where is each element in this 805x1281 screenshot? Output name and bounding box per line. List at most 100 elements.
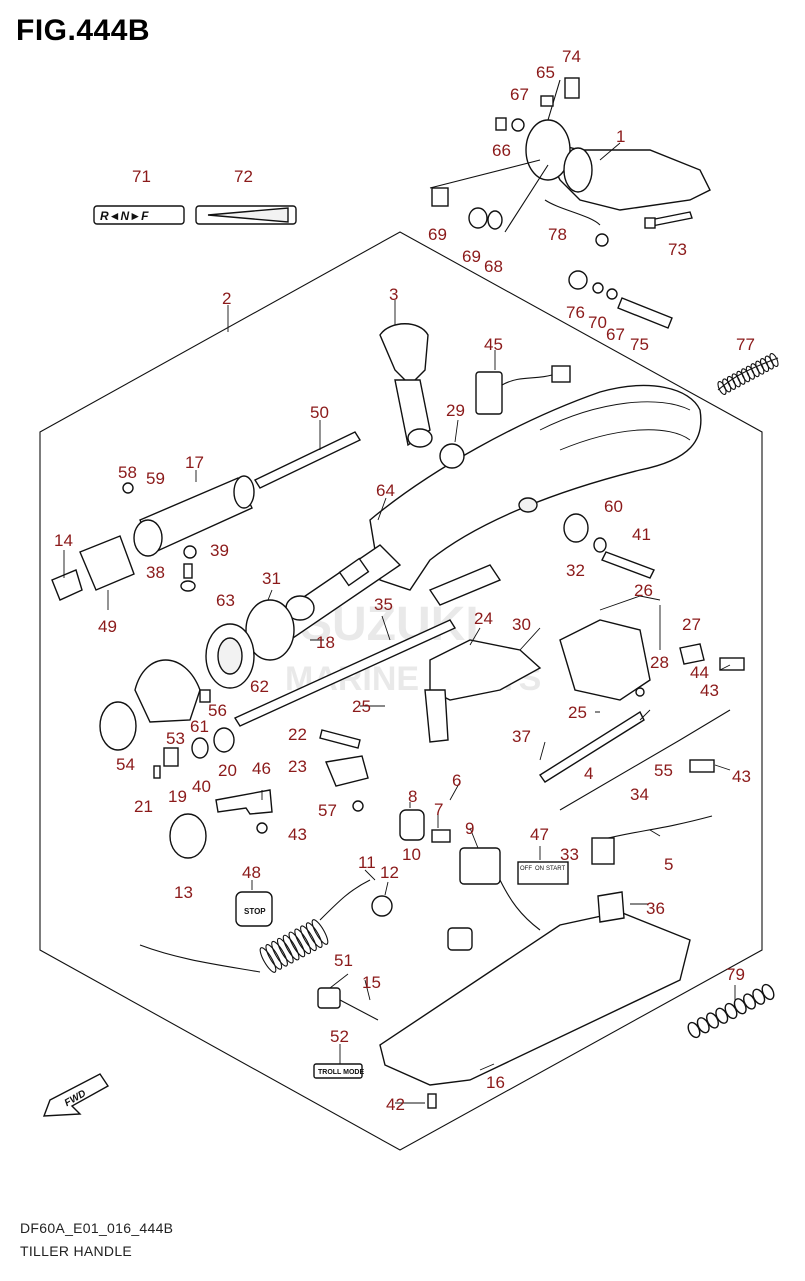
- callout-58: 58: [118, 463, 137, 482]
- connector-5: [591, 837, 615, 865]
- tiller-contour-1: [539, 401, 691, 431]
- cable-34: [559, 709, 731, 811]
- cap-54: [99, 701, 137, 751]
- callout-77: 77: [736, 335, 755, 354]
- figure-code: DF60A_E01_016_444B: [20, 1220, 174, 1236]
- cable-4: [538, 710, 645, 783]
- spring-77-coil: [722, 378, 732, 393]
- lower-cover: [379, 891, 691, 1086]
- callout-64: 64: [376, 481, 395, 500]
- callout-38: 38: [146, 563, 165, 582]
- switch-harness: [499, 879, 541, 931]
- troll-switch-51: [317, 987, 341, 1009]
- collar-53: [134, 659, 201, 723]
- end-cap-body: [79, 535, 135, 591]
- callout-56: 56: [208, 701, 227, 720]
- callout-2: 2: [222, 289, 231, 308]
- callout-65: 65: [536, 63, 555, 82]
- bracket-23: [325, 755, 369, 787]
- callout-67a: 67: [510, 85, 529, 104]
- callout-61: 61: [190, 717, 209, 736]
- coil-cord-loop: [300, 925, 317, 952]
- troll-mode-decal: TROLL MODE: [313, 1063, 364, 1079]
- callout-34: 34: [630, 785, 649, 804]
- callout-45: 45: [484, 335, 503, 354]
- gasket-27: [679, 643, 705, 665]
- callout-14: 14: [54, 531, 73, 550]
- grip-79: [687, 983, 775, 1039]
- callout-33: 33: [560, 845, 579, 864]
- callout-39: 39: [210, 541, 229, 560]
- shift-decal: R◄N►F: [93, 205, 185, 225]
- callout-73: 73: [668, 240, 687, 259]
- collar-part: [568, 270, 588, 290]
- callout-16: 16: [486, 1073, 505, 1092]
- callout-78: 78: [548, 225, 567, 244]
- switch-pos-off: OFF: [520, 866, 532, 872]
- bracket-assembly: [429, 77, 711, 329]
- part-56: [199, 689, 211, 703]
- bolt-part-75: [617, 297, 673, 329]
- tiller-body: [268, 384, 702, 641]
- tiller-contour-2: [559, 429, 691, 451]
- link-22: [319, 729, 361, 749]
- key-7: [431, 829, 451, 843]
- leader-lines: [429, 159, 549, 233]
- switch-block: [559, 619, 651, 701]
- lower-cover-body: [379, 911, 691, 1086]
- spring-77-coil: [736, 370, 746, 385]
- switch-pos-start: START: [546, 866, 565, 872]
- troll-decal-frame: [313, 1063, 363, 1079]
- callout-4: 4: [584, 764, 593, 783]
- ring-31: [245, 599, 295, 661]
- callout-26: 26: [634, 581, 653, 600]
- callout-75: 75: [630, 335, 649, 354]
- ring-63-inner: [217, 637, 243, 675]
- grip-79-ridge: [761, 983, 775, 1001]
- callout-30: 30: [512, 615, 531, 634]
- callout-13: 13: [174, 883, 193, 902]
- throttle-decal: [195, 205, 297, 225]
- callout-53: 53: [166, 729, 185, 748]
- callout-36: 36: [646, 899, 665, 918]
- screw-57: [352, 800, 364, 812]
- callout-60: 60: [604, 497, 623, 516]
- figure-name: TILLER HANDLE: [20, 1243, 133, 1259]
- callout-24: 24: [474, 609, 493, 628]
- callout-70: 70: [588, 313, 607, 332]
- callout-25a: 25: [352, 697, 371, 716]
- callout-51: 51: [334, 951, 353, 970]
- callout-25b: 25: [568, 703, 587, 722]
- stop-button-frame: [235, 891, 273, 927]
- callout-43b: 43: [732, 767, 751, 786]
- callouts: 1 2 3 4 5 6 7 8 9 10 11 12 13 14 15 16 1…: [54, 47, 755, 1114]
- troll-decal-text: TROLL MODE: [318, 1069, 364, 1076]
- callout-46: 46: [252, 759, 271, 778]
- throttle-rod: [233, 619, 457, 727]
- bracket-55: [689, 759, 715, 773]
- grip-end: [133, 519, 163, 557]
- callout-55: 55: [654, 761, 673, 780]
- coil-cord-loop: [294, 928, 312, 955]
- callout-12: 12: [380, 863, 399, 882]
- callout-57: 57: [318, 801, 337, 820]
- bushing-part: [431, 187, 449, 207]
- callout-29: 29: [446, 401, 465, 420]
- spring-77-coil: [759, 358, 770, 373]
- spring-77-coil: [741, 368, 751, 383]
- callout-31: 31: [262, 569, 281, 588]
- washer-part-70: [592, 282, 604, 294]
- callout-18: 18: [316, 633, 335, 652]
- coil-cord-loop: [271, 940, 288, 967]
- callout-8: 8: [408, 787, 417, 806]
- switch-decal: OFF ON START: [517, 861, 569, 885]
- screw-39: [183, 545, 197, 559]
- callout-79: 79: [726, 965, 745, 984]
- fwd-arrow-shape: [42, 1073, 110, 1117]
- coil-cord: [259, 919, 329, 973]
- callout-7: 7: [434, 800, 443, 819]
- tiller-main-housing: [369, 384, 702, 591]
- harness-5: [599, 815, 713, 841]
- callout-21: 21: [134, 797, 153, 816]
- callout-27: 27: [682, 615, 701, 634]
